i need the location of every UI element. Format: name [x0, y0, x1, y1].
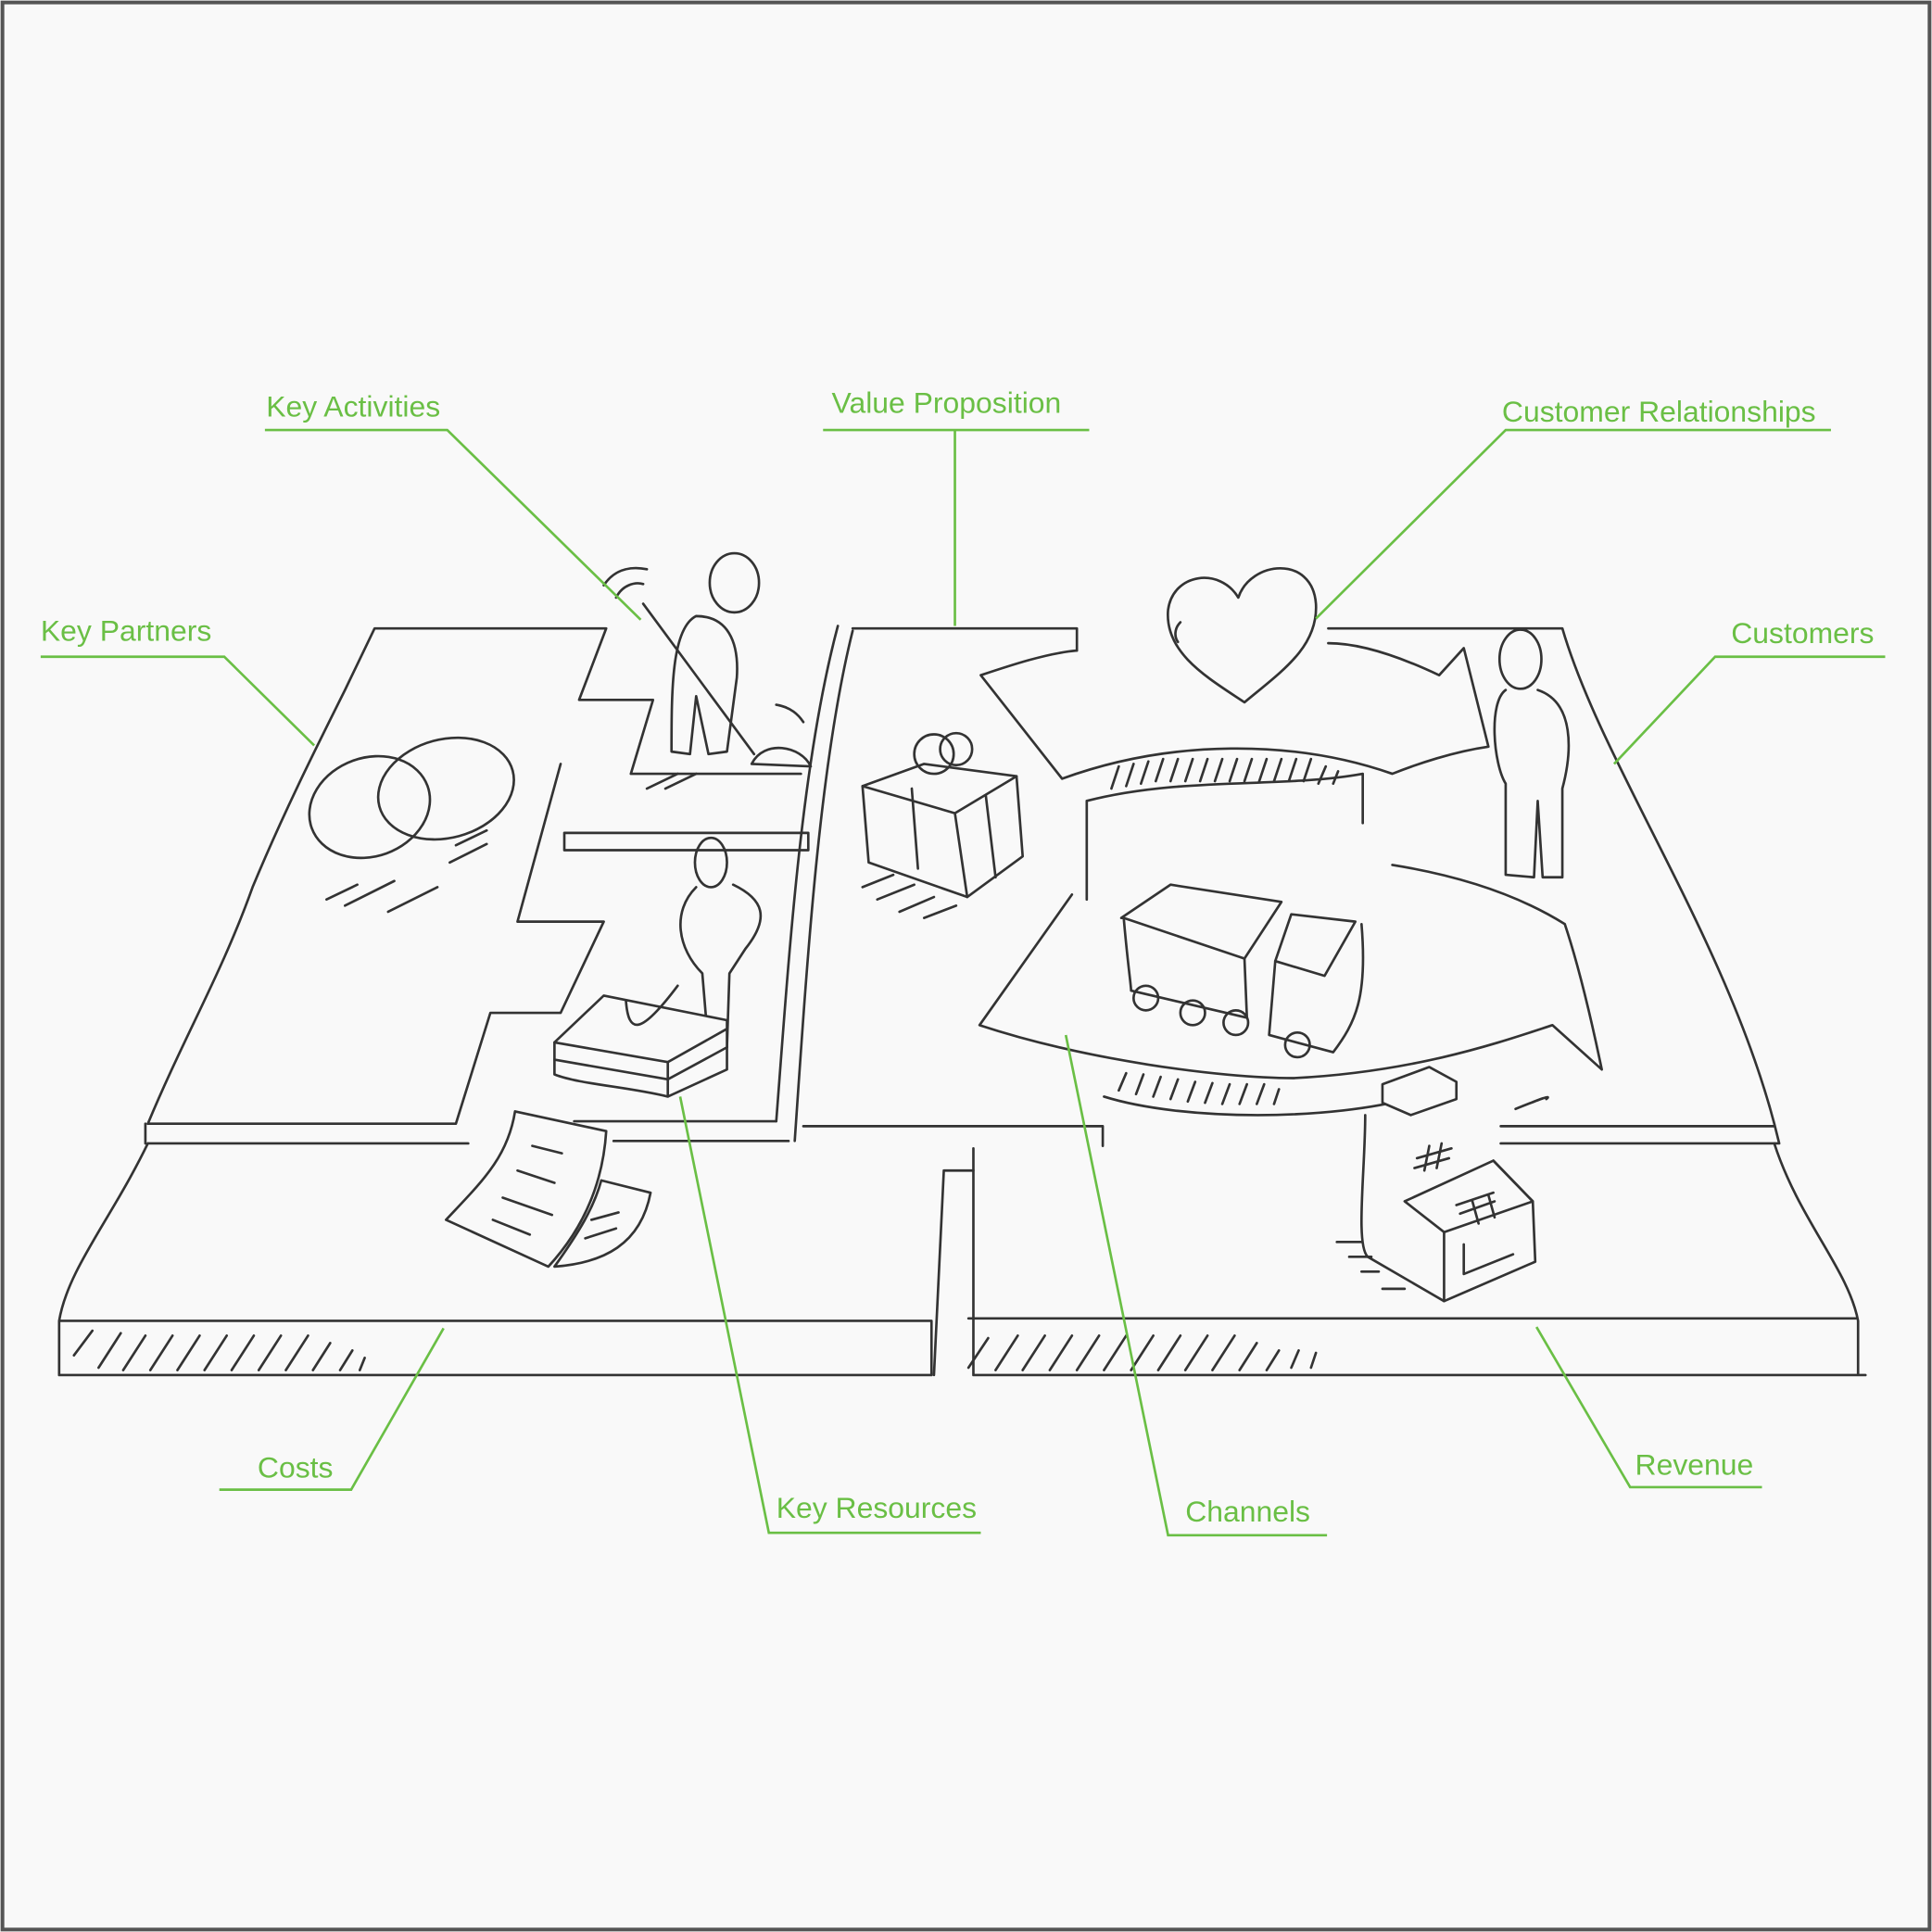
key-partners-leader: [40, 655, 316, 747]
customers-leader: [1612, 655, 1886, 765]
channels-platform: [978, 864, 1603, 1117]
customers-block: [1327, 626, 1781, 1145]
costs-leader: [219, 1327, 445, 1491]
customer-relationships-bridge: [979, 641, 1490, 902]
revenue-slab: [932, 1142, 1867, 1377]
customer-relationships-leader: [1315, 428, 1831, 620]
key-resources-leader: [678, 1096, 981, 1534]
heart-icon: [1167, 567, 1318, 704]
documents-icon: [445, 1110, 652, 1269]
costs-slab: [57, 1142, 933, 1377]
label-channels: Channels: [1185, 1495, 1310, 1528]
label-key-resources: Key Resources: [777, 1491, 977, 1524]
customer-person-icon: [1493, 628, 1571, 879]
chain-link-icon: [308, 736, 515, 914]
label-key-partners: Key Partners: [41, 613, 211, 647]
cash-register-icon: [1335, 1066, 1549, 1303]
label-key-activities: Key Activities: [266, 389, 440, 423]
label-costs: Costs: [258, 1450, 334, 1484]
channels-leader: [1064, 1034, 1328, 1537]
label-customer-relationships: Customer Relationships: [1502, 395, 1816, 428]
key-partners-block: [144, 626, 810, 1145]
label-customers: Customers: [1731, 616, 1874, 650]
key-activities-leader: [264, 428, 642, 621]
gift-box-icon: [861, 731, 1024, 919]
worker-digging-icon: [602, 551, 813, 790]
label-value-proposition: Value Proposition: [832, 385, 1062, 419]
revenue-leader: [1535, 1326, 1762, 1489]
trucks-icon: [1119, 883, 1365, 1059]
block-icon: [553, 984, 728, 1098]
label-revenue: Revenue: [1635, 1448, 1754, 1482]
value-proposition-block: [573, 625, 1105, 1147]
